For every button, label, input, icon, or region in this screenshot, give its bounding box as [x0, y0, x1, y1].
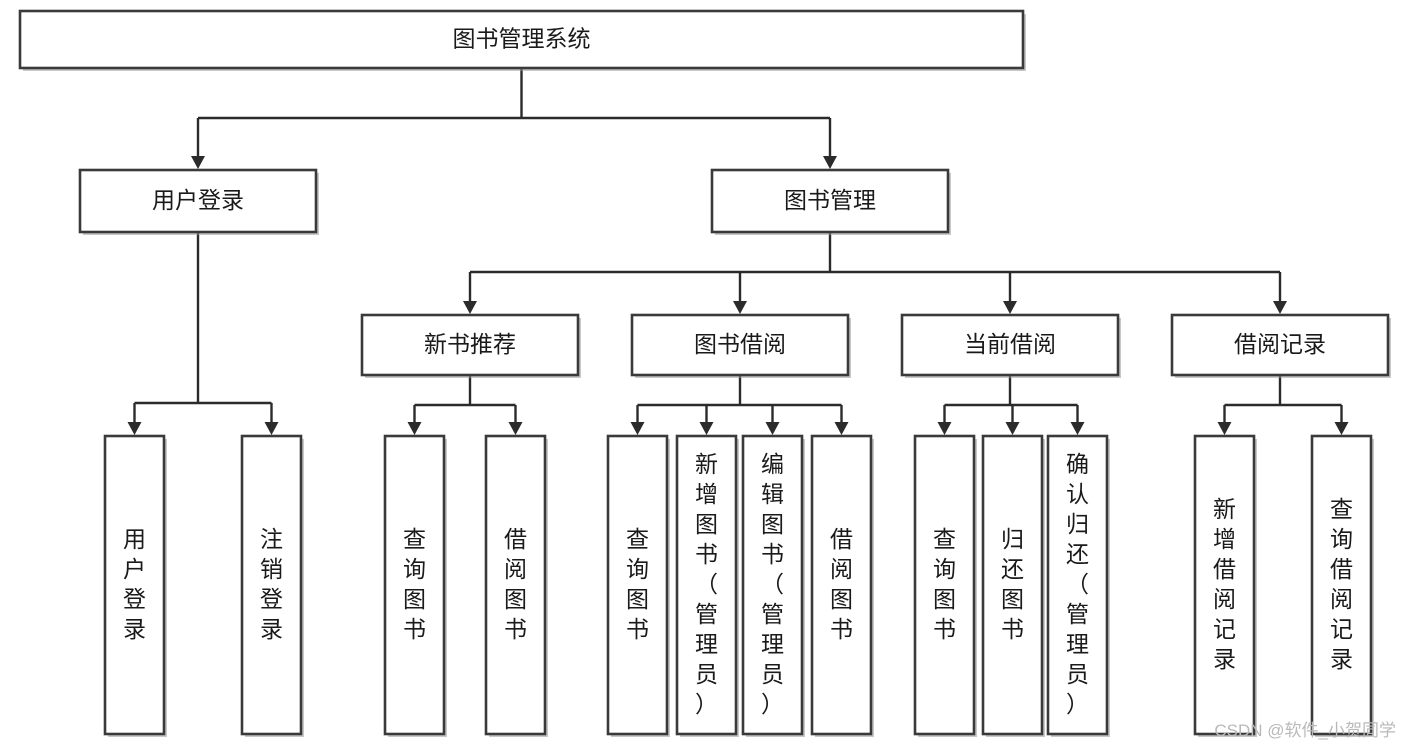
node-box[interactable]	[900, 313, 1120, 377]
node-leaf-nb-borrow[interactable]: 借阅图书	[484, 434, 548, 737]
node-label: 新增图书（管理员）	[695, 451, 718, 717]
csdn-watermark: CSDN @软件_小贺同学	[1214, 721, 1396, 740]
node-label: 编辑图书（管理员）	[761, 451, 784, 717]
connector-arrow-icon	[1217, 422, 1232, 435]
connector-arrow-icon	[407, 422, 422, 435]
connector-group-current-to-leaves	[937, 375, 1085, 435]
connector-arrow-icon	[765, 422, 780, 435]
connector-arrow-icon	[937, 422, 952, 435]
node-box[interactable]	[103, 434, 166, 736]
node-leaf-cb-query[interactable]: 查询图书	[913, 434, 977, 737]
node-box[interactable]	[1170, 313, 1390, 377]
node-label: 新增借阅记录	[1213, 496, 1236, 672]
node-box[interactable]	[710, 168, 950, 234]
node-box[interactable]	[1046, 434, 1109, 736]
connector-arrow-icon	[463, 301, 477, 314]
node-current[interactable]: 当前借阅	[900, 313, 1121, 378]
connector-arrow-icon	[264, 422, 279, 435]
node-box[interactable]	[484, 434, 547, 736]
node-label: 新书推荐	[424, 331, 516, 357]
connector-arrow-icon	[508, 422, 523, 435]
node-label: 借阅图书	[830, 526, 853, 642]
node-box[interactable]	[981, 434, 1044, 736]
connector-arrow-icon	[1334, 422, 1349, 435]
node-box[interactable]	[78, 168, 318, 234]
node-box[interactable]	[630, 313, 850, 377]
node-box[interactable]	[606, 434, 669, 736]
node-label: 借阅图书	[504, 526, 527, 642]
connector-layer	[127, 68, 1349, 435]
node-root[interactable]: 图书管理系统	[18, 9, 1026, 71]
node-box[interactable]	[18, 9, 1025, 70]
connector-arrow-icon	[1003, 301, 1017, 314]
node-login[interactable]: 用户登录	[78, 168, 319, 235]
node-label: 图书管理	[784, 187, 876, 213]
connector-arrow-icon	[191, 156, 205, 169]
node-label: 用户登录	[152, 187, 244, 213]
node-leaf-rc-add[interactable]: 新增借阅记录	[1193, 434, 1257, 737]
connector-arrow-icon	[127, 422, 142, 435]
node-label: 图书管理系统	[453, 26, 591, 52]
node-borrow[interactable]: 图书借阅	[630, 313, 851, 378]
node-leaf-bw-borrow[interactable]: 借阅图书	[810, 434, 874, 737]
node-box[interactable]	[360, 313, 580, 377]
node-label: 查询图书	[933, 526, 956, 642]
node-box[interactable]	[383, 434, 446, 736]
connector-arrow-icon	[630, 422, 645, 435]
node-leaf-user-login[interactable]: 用户登录	[103, 434, 167, 737]
node-label: 当前借阅	[964, 331, 1056, 357]
node-label: 确认归还（管理员）	[1066, 451, 1089, 717]
connector-group-newbook-to-leaves	[407, 375, 523, 435]
connector-arrow-icon	[733, 301, 747, 314]
node-leaf-cb-confirm[interactable]: 确认归还（管理员）	[1046, 434, 1110, 737]
node-label: 查询借阅记录	[1330, 496, 1353, 672]
connector-arrow-icon	[834, 422, 849, 435]
node-leaf-bw-edit[interactable]: 编辑图书（管理员）	[741, 434, 805, 737]
node-box[interactable]	[1310, 434, 1373, 736]
node-label: 用户登录	[123, 526, 146, 642]
connector-arrow-icon	[823, 156, 837, 169]
connector-group-borrow-to-leaves	[630, 375, 849, 435]
node-records[interactable]: 借阅记录	[1170, 313, 1391, 378]
node-leaf-rc-query[interactable]: 查询借阅记录	[1310, 434, 1374, 737]
node-label: 查询图书	[403, 526, 426, 642]
node-newbook[interactable]: 新书推荐	[360, 313, 581, 378]
node-layer: 图书管理系统用户登录图书管理新书推荐图书借阅当前借阅借阅记录用户登录注销登录查询…	[18, 9, 1391, 737]
node-label: 注销登录	[260, 526, 283, 642]
node-box[interactable]	[1193, 434, 1256, 736]
node-box[interactable]	[240, 434, 303, 736]
node-box[interactable]	[675, 434, 738, 736]
connector-arrow-icon	[1005, 422, 1020, 435]
node-leaf-bw-add[interactable]: 新增图书（管理员）	[675, 434, 739, 737]
node-box[interactable]	[913, 434, 976, 736]
connector-arrow-icon	[699, 422, 714, 435]
connector-group-root-to-level2	[191, 68, 837, 169]
node-box[interactable]	[810, 434, 873, 736]
connector-group-records-to-leaves	[1217, 375, 1349, 435]
connector-group-bookmgmt-to-level3	[463, 232, 1287, 314]
node-label: 归还图书	[1001, 526, 1024, 642]
node-bookmgmt[interactable]: 图书管理	[710, 168, 951, 235]
node-label: 查询图书	[626, 526, 649, 642]
node-label: 借阅记录	[1234, 331, 1326, 357]
node-leaf-nb-query[interactable]: 查询图书	[383, 434, 447, 737]
connector-arrow-icon	[1070, 422, 1085, 435]
connector-group-login-to-leaves	[127, 232, 279, 435]
node-leaf-bw-query[interactable]: 查询图书	[606, 434, 670, 737]
connector-arrow-icon	[1273, 301, 1287, 314]
node-leaf-user-logout[interactable]: 注销登录	[240, 434, 304, 737]
node-box[interactable]	[741, 434, 804, 736]
node-leaf-cb-return[interactable]: 归还图书	[981, 434, 1045, 737]
node-label: 图书借阅	[694, 331, 786, 357]
